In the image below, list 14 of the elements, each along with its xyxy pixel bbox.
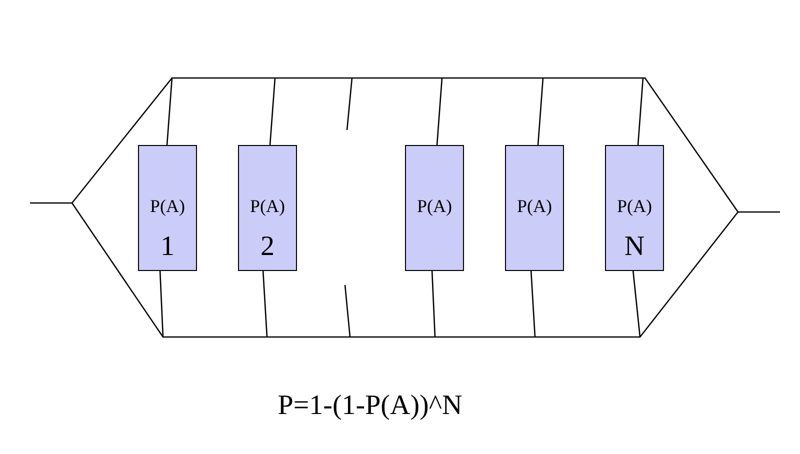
component-box: [505, 145, 564, 271]
component-box: [605, 145, 664, 271]
index-label: N: [623, 232, 646, 262]
index-label: 2: [260, 232, 276, 262]
probability-label: P(A): [249, 196, 286, 216]
component-box: [405, 145, 464, 271]
probability-label: P(A): [416, 196, 453, 216]
formula-caption: P=1-(1-P(A))^N: [276, 390, 464, 422]
probability-label: P(A): [149, 196, 186, 216]
probability-label: P(A): [616, 196, 653, 216]
component-box: [138, 145, 197, 271]
component-box: [238, 145, 297, 271]
index-label: 1: [160, 232, 176, 262]
probability-label: P(A): [516, 196, 553, 216]
